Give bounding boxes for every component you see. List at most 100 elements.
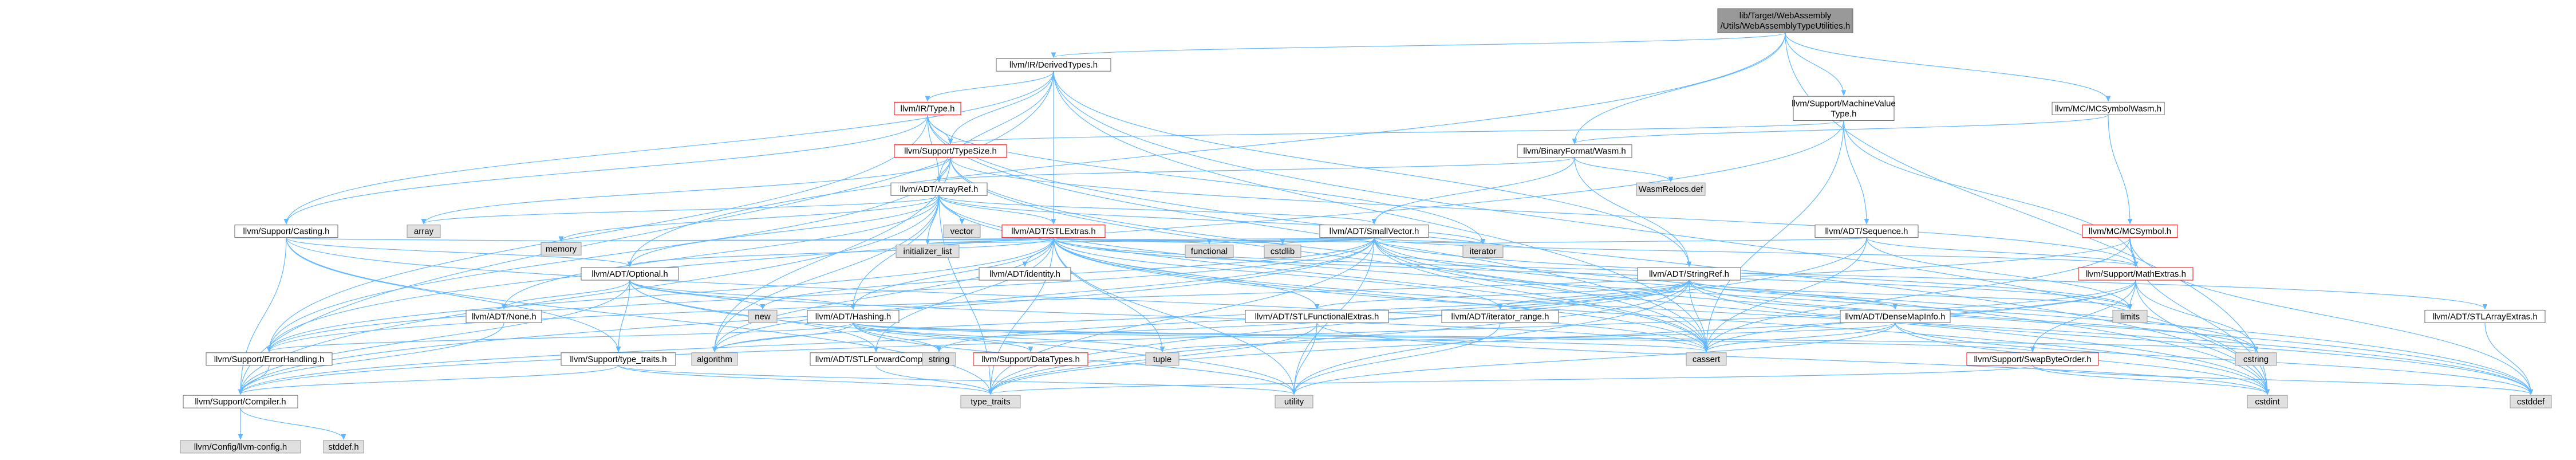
node-new-label: new — [755, 312, 771, 321]
node-smallvector[interactable]: llvm/ADT/SmallVector.h — [1319, 225, 1429, 238]
edge-stlextras-to-std-type-traits — [991, 237, 1054, 394]
edge-arrayref-to-smallvector — [938, 195, 1374, 223]
node-smallvector-box — [1319, 225, 1429, 238]
node-optional[interactable]: llvm/ADT/Optional.h — [581, 267, 679, 281]
edge-arrayref-to-cassert — [938, 195, 1706, 352]
node-stlextras-box — [1001, 225, 1106, 238]
node-derivedtypes[interactable]: llvm/IR/DerivedTypes.h — [996, 58, 1111, 72]
edge-typetraits-to-utility — [618, 365, 1294, 394]
edge-casting-to-memory — [286, 238, 561, 242]
node-stringref-box — [1637, 267, 1741, 281]
node-cstring: cstring — [2235, 352, 2277, 366]
node-compiler[interactable]: llvm/Support/Compiler.h — [183, 395, 298, 408]
edge-root-to-binaryformatwasm — [1575, 33, 1786, 143]
edge-arrayref-to-none — [504, 195, 940, 309]
node-std-type-traits-label: type_traits — [971, 397, 1010, 407]
node-swapbyteorder[interactable]: llvm/Support/SwapByteOrder.h — [1966, 352, 2099, 366]
node-swapbyteorder-box — [1966, 352, 2099, 366]
edge-casting-to-typetraits — [286, 237, 618, 352]
node-compiler-label: llvm/Support/Compiler.h — [195, 397, 286, 407]
edge-stlextras-to-algorithm — [715, 237, 1054, 352]
edge-smallvector-to-cstddef — [1374, 237, 2531, 394]
edge-mathextras-to-cstdint — [2135, 280, 2267, 394]
edge-stringref-to-std-type-traits — [991, 280, 1690, 394]
node-sequence[interactable]: llvm/ADT/Sequence.h — [1814, 225, 1919, 238]
node-derivedtypes-box — [996, 58, 1111, 72]
node-mcsymbolwasm-label: llvm/MC/MCSymbolWasm.h — [2055, 104, 2161, 113]
node-root[interactable]: lib/Target/WebAssembly/Utils/WebAssembly… — [1717, 8, 1853, 33]
node-machinevaluetype-label: llvm/Support/MachineValue — [1792, 99, 1895, 108]
edge-hashing-to-cassert — [853, 322, 1706, 351]
edge-sequence-to-iterator — [1483, 237, 1867, 244]
edge-optional-to-cassert — [629, 280, 1706, 352]
node-sequence-label: llvm/ADT/Sequence.h — [1825, 227, 1908, 237]
edge-stringref-to-densemapinfo — [1689, 280, 1895, 309]
node-memory: memory — [541, 242, 582, 255]
edge-stlextras-to-errorhandling — [269, 237, 1054, 352]
node-tuple: tuple — [1145, 352, 1179, 366]
node-utility: utility — [1275, 395, 1313, 408]
node-stlfunctionalextras[interactable]: llvm/ADT/STLFunctionalExtras.h — [1245, 309, 1389, 323]
node-stringref[interactable]: llvm/ADT/StringRef.h — [1637, 267, 1741, 281]
node-cstdlib: cstdlib — [1264, 245, 1301, 258]
edge-typetraits-to-std-type-traits — [618, 365, 991, 394]
node-mcsymbolwasm[interactable]: llvm/MC/MCSymbolWasm.h — [2052, 101, 2165, 115]
dependency-edges — [240, 32, 2531, 439]
node-irtype[interactable]: llvm/IR/Type.h — [894, 101, 961, 115]
node-stlextras[interactable]: llvm/ADT/STLExtras.h — [1001, 225, 1106, 238]
edge-irtype-to-typesize — [927, 115, 950, 143]
node-optional-box — [581, 267, 679, 281]
edge-smallvector-to-cstdlib — [1283, 237, 1375, 244]
node-irtype-label: llvm/IR/Type.h — [900, 104, 954, 113]
node-wasmrelocs-label: WasmRelocs.def — [1639, 184, 1704, 194]
node-datatypes[interactable]: llvm/Support/DataTypes.h — [973, 352, 1088, 366]
node-errorhandling-box — [206, 352, 333, 366]
node-mcsymbol-label: llvm/MC/MCSymbol.h — [2089, 227, 2171, 237]
node-mathextras-label: llvm/Support/MathExtras.h — [2085, 269, 2186, 279]
node-casting[interactable]: llvm/Support/Casting.h — [234, 225, 338, 238]
node-irtype-box — [894, 101, 961, 115]
node-typetraits-label: llvm/Support/type_traits.h — [570, 355, 666, 364]
node-iteratorrange[interactable]: llvm/ADT/iterator_range.h — [1441, 309, 1559, 323]
edge-stlextras-to-cassert — [1053, 237, 1706, 352]
node-stringref-label: llvm/ADT/StringRef.h — [1649, 269, 1729, 279]
node-swapbyteorder-label: llvm/Support/SwapByteOrder.h — [1974, 355, 2091, 364]
edge-derivedtypes-to-typesize — [950, 71, 1054, 143]
node-algorithm-label: algorithm — [697, 355, 732, 364]
node-binaryformatwasm[interactable]: llvm/BinaryFormat/Wasm.h — [1517, 144, 1632, 158]
node-sequence-box — [1814, 225, 1919, 238]
node-hashing[interactable]: llvm/ADT/Hashing.h — [807, 309, 900, 323]
node-arrayref-label: llvm/ADT/ArrayRef.h — [900, 184, 979, 194]
node-densemapinfo[interactable]: llvm/ADT/DenseMapInfo.h — [1840, 309, 1951, 323]
node-vector-box — [943, 225, 981, 238]
node-typetraits[interactable]: llvm/Support/type_traits.h — [561, 352, 676, 366]
edge-compiler-to-stddef — [240, 407, 344, 439]
node-binaryformatwasm-box — [1517, 144, 1632, 158]
edge-binaryformatwasm-to-stringref — [1574, 157, 1689, 266]
node-arrayref[interactable]: llvm/ADT/ArrayRef.h — [890, 182, 988, 196]
node-stlarrayextras[interactable]: llvm/ADT/STLArrayExtras.h — [2424, 309, 2546, 323]
node-errorhandling[interactable]: llvm/Support/ErrorHandling.h — [206, 352, 333, 366]
node-identity[interactable]: llvm/ADT/identity.h — [979, 267, 1071, 281]
node-none[interactable]: llvm/ADT/None.h — [466, 309, 542, 323]
edge-binaryformatwasm-to-arrayref — [939, 157, 1575, 182]
edge-stlextras-to-iterator — [1053, 237, 1483, 244]
node-root-box — [1717, 8, 1853, 33]
edge-smallvector-to-algorithm — [715, 237, 1375, 352]
node-typesize[interactable]: llvm/Support/TypeSize.h — [894, 144, 1007, 158]
node-stlforwardcompat[interactable]: llvm/ADT/STLForwardCompat.h — [810, 352, 942, 366]
node-datatypes-label: llvm/Support/DataTypes.h — [981, 355, 1080, 364]
edge-stlextras-to-limits — [1053, 237, 2130, 309]
edge-arrayref-to-iterator — [938, 195, 1483, 243]
edge-smallvector-to-errorhandling — [269, 237, 1375, 352]
node-initializer-list: initializer_list — [896, 245, 960, 258]
edge-hashing-to-cstring — [853, 322, 2256, 351]
edge-sequence-to-mathextras — [1866, 237, 2136, 266]
node-mathextras[interactable]: llvm/Support/MathExtras.h — [2078, 267, 2194, 281]
node-mcsymbol[interactable]: llvm/MC/MCSymbol.h — [2082, 225, 2178, 238]
header-nodes: lib/Target/WebAssembly/Utils/WebAssembly… — [180, 8, 2552, 454]
edge-mcsymbolwasm-to-mcsymbol — [2108, 115, 2130, 223]
edge-machinevaluetype-to-cassert — [1706, 120, 1844, 352]
